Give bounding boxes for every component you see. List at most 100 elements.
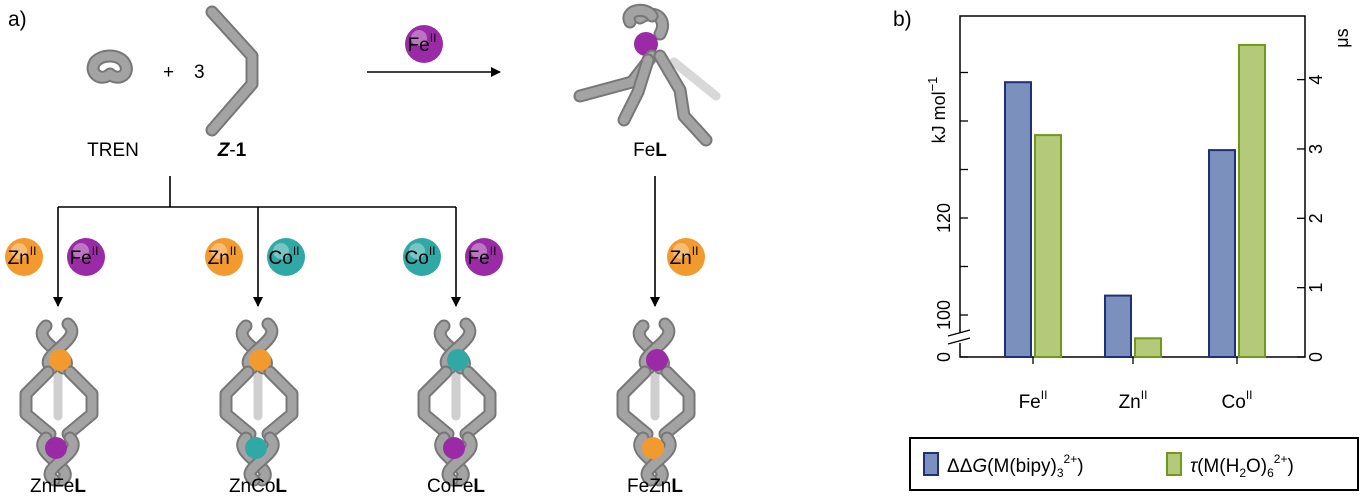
x-tick-label: ZnII (1119, 388, 1148, 413)
x-tick-oxidation: II (1246, 388, 1253, 402)
ion-highlight (273, 243, 289, 259)
right-tick-label: 2 (1306, 213, 1326, 223)
fel-arm-middle (619, 55, 653, 125)
ion-highlight (411, 30, 427, 46)
bar-tau-co (1238, 43, 1266, 358)
x-tick-symbol: Zn (1119, 392, 1141, 413)
helicate-top-loop-b (243, 319, 277, 373)
product-prefix: FeZn (627, 476, 671, 497)
ion-label: FeII (468, 244, 497, 269)
legend-label-tau: τ(M(H2O)62+) (1190, 452, 1294, 480)
ion-label: FeII (70, 244, 99, 269)
x-tick-symbol: Co (1222, 392, 1246, 413)
x-tick-oxidation: II (1141, 388, 1148, 402)
branch-3-ion-1: CoII (403, 238, 441, 276)
ligand-label-prefix: Z (217, 140, 231, 161)
legend-box (909, 437, 1359, 491)
legend-label-ddg: ΔΔG(M(bipy)32+) (947, 452, 1084, 480)
ion-oxidation-state: II (490, 244, 497, 258)
product-prefix: ZnFe (30, 476, 74, 497)
ion-symbol: Fe (408, 35, 430, 56)
bar-ddg-co (1208, 149, 1236, 358)
right-tick-label: 1 (1306, 283, 1326, 293)
ion-highlight (73, 243, 89, 259)
legend-ddg-post: ) (1077, 456, 1083, 477)
product-label-2: ZnCoL (229, 476, 287, 497)
bar-tau-zn (1134, 337, 1162, 359)
ion-symbol: Fe (70, 248, 92, 269)
reagent-fe-badge: FeII (405, 25, 443, 63)
ion-circle (205, 238, 243, 276)
ion-symbol: Zn (670, 248, 692, 269)
helicate-bottom-loop-b (45, 433, 78, 485)
ligand-label-separator: - (229, 140, 235, 161)
ion-circle (67, 238, 105, 276)
helicate-3 (417, 317, 497, 487)
legend-tau-post: ) (1287, 456, 1293, 477)
legend-swatch-ddg (923, 452, 939, 476)
axis-break-mark (947, 337, 971, 345)
helicate-right-strand (660, 367, 694, 439)
ion-label: ZnII (208, 244, 237, 269)
ion-circle (465, 238, 503, 276)
ion-highlight (11, 243, 27, 259)
right-tick-label: 0 (1306, 352, 1326, 362)
ion-symbol: Zn (208, 248, 230, 269)
ion-circle (403, 238, 441, 276)
bar-tau-fe (1034, 134, 1062, 358)
ion-label: ZnII (8, 244, 37, 269)
product-ligand: L (473, 476, 485, 497)
helicate-1 (19, 317, 99, 487)
ion-symbol: Co (405, 248, 429, 269)
x-tick-symbol: Fe (1019, 392, 1041, 413)
fel-back-arm (669, 57, 721, 101)
bar-ddg-fe (1004, 81, 1032, 358)
branch-2-ion-1: ZnII (205, 238, 243, 276)
helicate-top-metal (447, 349, 469, 371)
legend-tau-sub2: 6 (1267, 466, 1274, 480)
plus-sign: + (163, 62, 174, 83)
ion-symbol: Co (269, 248, 293, 269)
ion-label: ZnII (670, 244, 699, 269)
ion-oxidation-state: II (692, 244, 699, 258)
ion-oxidation-state: II (230, 244, 237, 258)
ion-highlight (409, 243, 425, 259)
helicate-top-metal (249, 349, 271, 371)
product-prefix: CoFe (427, 476, 473, 497)
ion-circle (5, 238, 43, 276)
tren-molecule (86, 49, 133, 84)
helicate-bottom-loop-b (245, 433, 278, 485)
ion-label: CoII (269, 244, 300, 269)
x-tick-label: FeII (1019, 388, 1048, 413)
ion-oxidation-state: II (30, 244, 37, 258)
left-tick-label: 0 (934, 352, 954, 362)
helicate-left-strand (221, 367, 255, 439)
branch-1-ion-2: FeII (67, 238, 105, 276)
legend-tau-sup: 2+ (1274, 452, 1288, 466)
ligand-label: Z-1 (217, 140, 247, 161)
legend-tau-symbol: τ (1190, 456, 1199, 477)
right-tick-label: 4 (1306, 75, 1326, 85)
ligand-label-number: 1 (236, 140, 247, 161)
helicate-bottom-loop-b (642, 433, 675, 485)
legend-swatch-tau (1166, 452, 1182, 476)
legend-tau-mid: O) (1246, 456, 1267, 477)
legend-ddg-sup: 2+ (1064, 452, 1078, 466)
product-ligand: L (275, 476, 287, 497)
ion-oxidation-state: II (429, 244, 436, 258)
helicate-4 (616, 317, 696, 487)
left-axis-unit: kJ mol (929, 91, 949, 143)
product-label-3: CoFeL (427, 476, 485, 497)
fel-cap-b (624, 5, 657, 27)
left-tick-label: 100 (934, 300, 954, 330)
branch-3-ion-2: FeII (465, 238, 503, 276)
legend-tau-sub: 2 (1239, 466, 1246, 480)
helicate-top-loop-b (640, 319, 674, 373)
helicate-right-strand (263, 367, 297, 439)
branch-tree (58, 176, 456, 208)
helicate-top-loop-b (43, 319, 77, 373)
ion-highlight (673, 243, 689, 259)
product-ligand: L (671, 476, 683, 497)
x-tick-label: CoII (1222, 388, 1253, 413)
